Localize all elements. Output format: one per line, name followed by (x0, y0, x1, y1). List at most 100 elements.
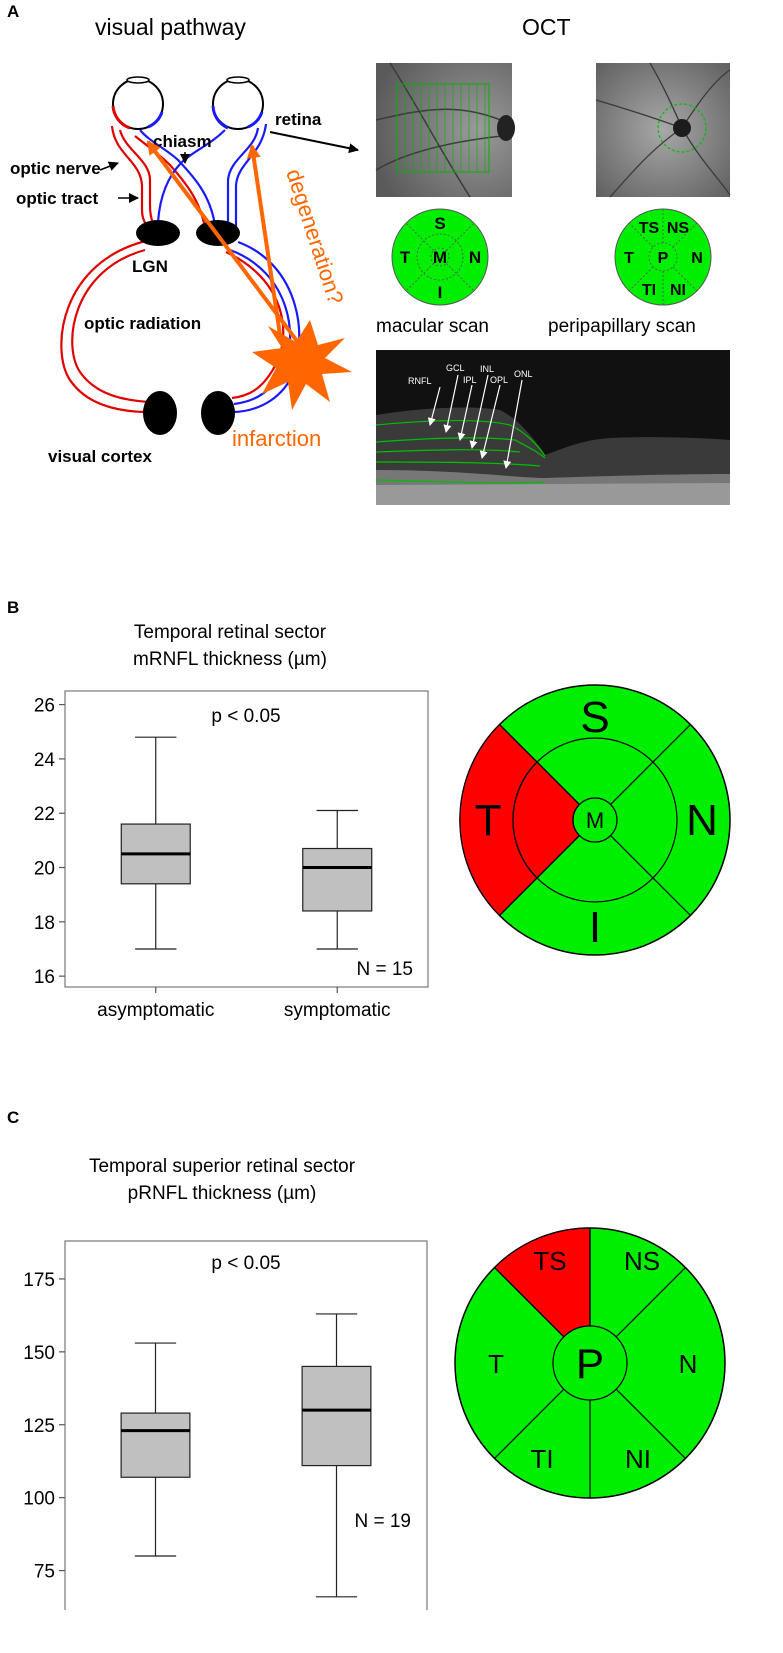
oct-title: OCT (522, 14, 571, 40)
macular-small-m: M (433, 248, 447, 267)
chart-c-plot-frame (64, 1240, 428, 1610)
chart-b-n-label: N = 15 (356, 959, 413, 980)
peri-divider-se (615, 1388, 686, 1459)
peri-label-n: N (679, 1349, 698, 1379)
peri-divider-ne (615, 1267, 686, 1338)
macular-label-s: S (580, 693, 609, 742)
macular-label-m: M (586, 808, 604, 833)
label-infarction: infarction (232, 426, 321, 451)
oct-bscan-image: RNFL GCL IPL INL OPL ONL (375, 350, 730, 505)
peri-label-ns: NS (624, 1246, 660, 1276)
macular-small-n: N (469, 248, 481, 267)
degeneration-arrow-to-optic-nerve (246, 144, 282, 336)
layer-label-opl: OPL (490, 375, 508, 385)
label-retina: retina (275, 110, 322, 129)
optic-nerve-pointer (99, 161, 119, 171)
retina-arrow (269, 131, 359, 154)
chart-c-annotation: p < 0.05 (211, 1253, 280, 1274)
label-optic-radiation: optic radiation (84, 314, 201, 333)
macular-small-i: I (438, 283, 443, 302)
chart-b-title-line1: Temporal retinal sector (134, 622, 327, 643)
right-visual-cortex (201, 391, 235, 435)
layer-label-onl: ONL (514, 369, 533, 379)
chart-c-ytick-label-1: 100 (23, 1489, 55, 1510)
layer-label-ipl: IPL (463, 375, 477, 385)
panel-b-boxplot: Temporal retinal sector mRNFL thickness … (34, 622, 429, 1021)
peri-small-ns: NS (667, 220, 690, 237)
panel-a-diagram: visual pathway OCT retina (10, 14, 731, 505)
chart-b-annotation: p < 0.05 (211, 706, 280, 727)
peripapillary-scan-caption: peripapillary scan (548, 316, 696, 337)
label-optic-tract: optic tract (16, 189, 99, 208)
panel-b-macular-sector-map: S T N I M (459, 684, 731, 956)
macular-sector-map-small: S T M N I (391, 208, 489, 306)
peri-small-ti: TI (642, 282, 656, 299)
peri-label-t: T (488, 1349, 504, 1379)
chart-c-title-line1: Temporal superior retinal sector (89, 1156, 356, 1177)
layer-label-inl: INL (480, 364, 494, 374)
panel-c-peripapillary-sector-map: TS NS T N TI NI P (454, 1227, 726, 1499)
label-lgn: LGN (132, 257, 168, 276)
label-chiasm: chiasm (153, 132, 212, 151)
peri-label-p: P (576, 1340, 604, 1387)
left-lgn (136, 220, 180, 246)
chart-b-ytick-label-5: 26 (34, 696, 55, 717)
peri-small-n: N (691, 250, 703, 267)
infarction-star (252, 320, 352, 410)
fundus-macular-image (375, 62, 515, 198)
macular-small-s: S (434, 214, 445, 233)
panel-c-boxplot: Temporal superior retinal sector pRNFL t… (23, 1156, 428, 1610)
layer-label-rnfl: RNFL (408, 376, 432, 386)
macular-divider-se (610, 835, 691, 916)
macular-label-t: T (475, 796, 502, 845)
chart-c-box-1 (301, 1365, 372, 1467)
fundus-peripapillary-image (595, 62, 731, 198)
macular-label-i: I (589, 903, 601, 952)
chart-b-ytick-label-1: 18 (34, 913, 55, 934)
panel-b-letter: B (7, 598, 20, 617)
macular-label-n: N (686, 796, 718, 845)
peri-divider-nw (494, 1267, 565, 1338)
panel-a-letter: A (7, 2, 20, 21)
peri-small-p: P (658, 250, 669, 267)
left-eye (111, 76, 164, 130)
chart-c-ytick-label-4: 175 (23, 1270, 55, 1291)
label-degeneration: degeneration? (281, 166, 348, 308)
layer-label-gcl: GCL (446, 363, 465, 373)
peri-small-ni: NI (670, 282, 686, 299)
macular-divider-nw (499, 724, 580, 805)
chart-c-title-line2: pRNFL thickness (µm) (128, 1183, 317, 1204)
chart-b-ytick-label-3: 22 (34, 804, 55, 825)
chart-b-ytick-label-4: 24 (34, 750, 56, 771)
chart-c-box-0 (120, 1412, 191, 1478)
label-optic-nerve: optic nerve (10, 159, 101, 178)
peri-label-ts: TS (533, 1246, 566, 1276)
chart-b-ytick-label-0: 16 (34, 967, 55, 988)
panel-c-letter: C (7, 1108, 20, 1127)
chart-c-ytick-label-2: 125 (23, 1416, 55, 1437)
macular-divider-sw (499, 835, 580, 916)
macular-small-t: T (400, 248, 411, 267)
peri-small-ts: TS (639, 220, 660, 237)
chart-b-ytick-label-2: 20 (34, 859, 55, 880)
pathway-title: visual pathway (95, 14, 246, 40)
macular-center-circle (572, 797, 618, 843)
chart-b-category-label-1: symptomatic (284, 1000, 391, 1021)
chart-c-ytick-label-3: 150 (23, 1343, 55, 1364)
peri-label-ti: TI (530, 1444, 553, 1474)
macular-scan-caption: macular scan (376, 316, 489, 337)
peripapillary-sector-map-small: TS NS T P N TI NI (614, 208, 712, 306)
chart-b-plot-frame (64, 690, 429, 988)
macular-mid-ring (512, 737, 678, 903)
left-visual-cortex (143, 391, 177, 435)
label-visual-cortex: visual cortex (48, 447, 152, 466)
chart-b-box-1 (302, 847, 373, 912)
peri-label-ni: NI (625, 1444, 651, 1474)
right-eye (211, 76, 264, 130)
chart-c-n-label: N = 19 (354, 1511, 411, 1532)
chart-b-category-label-0: asymptomatic (97, 1000, 214, 1021)
peri-divider-sw (494, 1388, 565, 1459)
macular-divider-ne (610, 724, 691, 805)
chart-c-ytick-label-0: 75 (34, 1562, 55, 1583)
chart-b-title-line2: mRNFL thickness (µm) (133, 649, 327, 670)
